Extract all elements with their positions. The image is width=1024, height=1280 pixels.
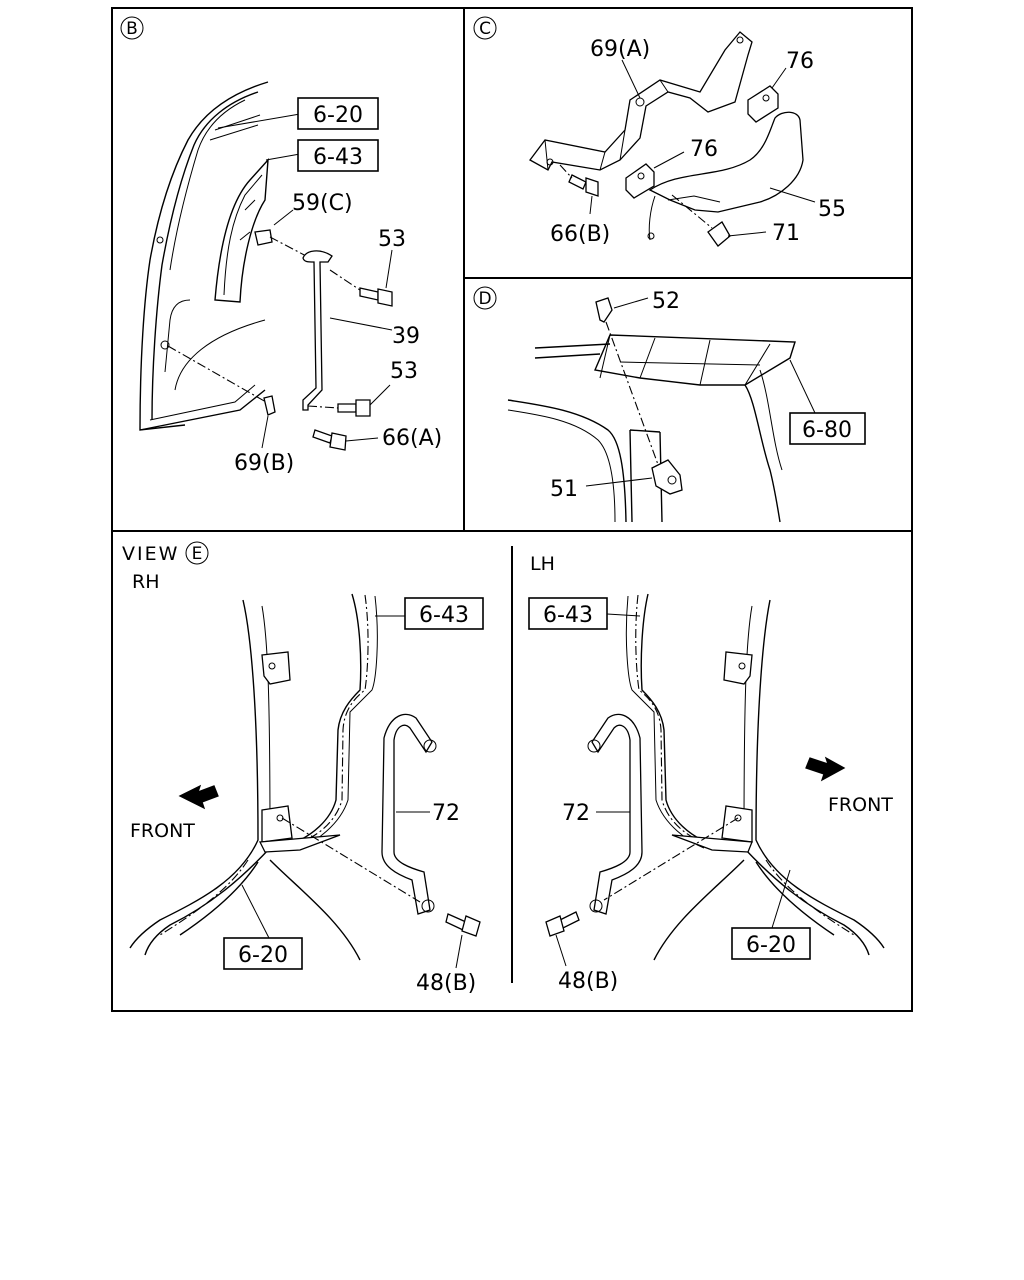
svg-text:76: 76 <box>786 49 814 74</box>
bolt-53-top: 53 <box>329 227 406 307</box>
ref-box-6-20: 6-20 <box>217 97 379 130</box>
svg-text:6-43: 6-43 <box>313 145 363 170</box>
svg-text:72: 72 <box>562 801 590 826</box>
cap-76-mid: 76 <box>625 137 718 199</box>
svg-text:53: 53 <box>378 227 406 252</box>
svg-text:39: 39 <box>392 324 420 349</box>
svg-text:D: D <box>478 289 491 309</box>
svg-text:51: 51 <box>550 477 578 502</box>
bracket-39: 39 <box>302 250 420 411</box>
svg-text:66(B): 66(B) <box>550 222 610 247</box>
panel-e: VIEW E RH 72 <box>122 541 893 996</box>
svg-text:B: B <box>126 19 138 39</box>
door-pillar-outline <box>139 81 269 431</box>
svg-text:69(A): 69(A) <box>590 37 650 62</box>
bolt-53-bottom: 53 <box>307 359 418 417</box>
view-e-title: VIEW E <box>122 541 209 565</box>
svg-text:6-20: 6-20 <box>238 943 288 968</box>
svg-text:6-43: 6-43 <box>543 603 593 628</box>
svg-text:48(B): 48(B) <box>416 971 476 996</box>
svg-text:C: C <box>479 19 491 39</box>
clip-59c: 59(C) <box>254 191 353 259</box>
svg-text:53: 53 <box>390 359 418 384</box>
diagram-frame <box>111 7 913 1012</box>
svg-text:FRONT: FRONT <box>130 820 195 842</box>
svg-text:69(B): 69(B) <box>234 451 294 476</box>
panel-c-marker: C <box>473 16 497 40</box>
svg-text:FRONT: FRONT <box>828 794 893 816</box>
view-e-rh: RH 72 48(B) <box>129 571 484 996</box>
svg-text:55: 55 <box>818 197 846 222</box>
view-e-lh: LH 72 48(B) <box>528 553 893 994</box>
svg-text:71: 71 <box>772 221 800 246</box>
assist-grip-55: 55 <box>647 111 846 241</box>
svg-text:59(C): 59(C) <box>292 191 353 216</box>
pillar-trim <box>214 158 269 303</box>
svg-text:48(B): 48(B) <box>558 969 618 994</box>
panel-d-marker: D <box>473 286 497 310</box>
ref-box-6-80: 6-80 <box>789 359 866 445</box>
ref-box-6-43: 6-43 <box>265 139 379 172</box>
bolt-66b: 66(B) <box>550 164 610 247</box>
svg-text:66(A): 66(A) <box>382 426 442 451</box>
panel-c: C 69(A) 76 76 <box>473 16 846 247</box>
clip-69b: 69(B) <box>167 345 294 476</box>
bolt-66a: 66(A) <box>312 426 442 451</box>
svg-text:76: 76 <box>690 137 718 162</box>
svg-text:RH: RH <box>132 571 160 593</box>
cap-76-top: 76 <box>747 49 814 123</box>
svg-text:6-80: 6-80 <box>802 418 852 443</box>
panel-b: B 6-20 <box>120 16 442 476</box>
panel-b-marker: B <box>120 16 144 40</box>
svg-text:6-20: 6-20 <box>313 103 363 128</box>
roof-frame-outline <box>507 334 796 523</box>
screw-52: 52 <box>595 289 680 471</box>
svg-text:6-43: 6-43 <box>419 603 469 628</box>
svg-text:LH: LH <box>530 553 555 575</box>
svg-text:52: 52 <box>652 289 680 314</box>
panel-d: D 52 6-80 <box>473 286 866 523</box>
svg-text:6-20: 6-20 <box>746 933 796 958</box>
svg-text:72: 72 <box>432 801 460 826</box>
clip-51: 51 <box>550 459 683 502</box>
svg-text:VIEW: VIEW <box>122 543 179 565</box>
screw-71: 71 <box>671 194 800 247</box>
bracket-69a: 69(A) <box>529 31 753 171</box>
svg-text:E: E <box>192 544 203 564</box>
